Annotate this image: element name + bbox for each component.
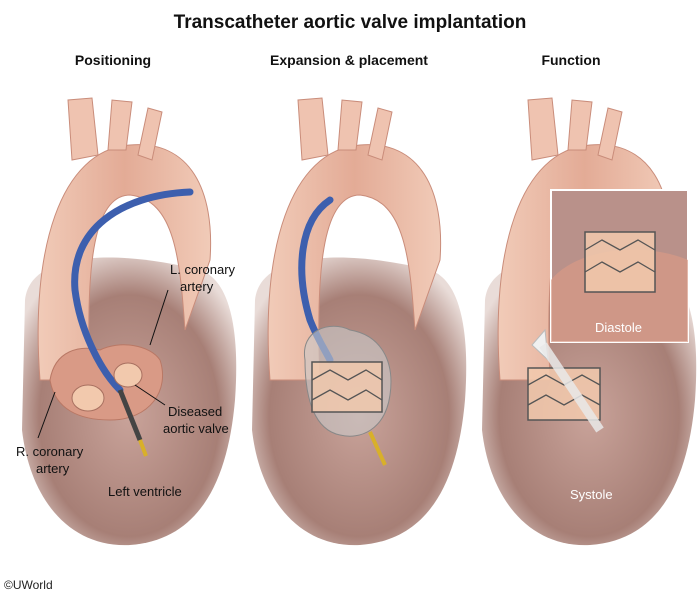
catheter-shaft: [117, 389, 143, 441]
label-r-coronary-line2: artery: [36, 461, 70, 476]
diseased-valve-right: [113, 362, 143, 388]
label-l-coronary-line2: artery: [180, 279, 214, 294]
catheter-tip: [138, 439, 148, 457]
catheter-tip: [368, 431, 387, 466]
diseased-valve-left: [71, 384, 105, 412]
panel-function: [482, 97, 697, 546]
carotid-branch: [567, 99, 593, 151]
label-systole: Systole: [570, 487, 613, 502]
catheter: [71, 188, 194, 394]
panel-title-expansion: Expansion & placement: [270, 52, 428, 68]
diastole-stent-mesh: [584, 239, 656, 273]
subclavian-branch: [367, 107, 393, 161]
label-diastole: Diastole: [595, 320, 642, 335]
label-l-coronary-line1: L. coronary: [170, 262, 236, 277]
panel-positioning: [22, 97, 237, 546]
stent-mesh: [311, 369, 383, 401]
panel-expansion: [252, 97, 467, 546]
brachiocephalic-branch: [527, 97, 559, 161]
diastole-inset: [550, 189, 689, 343]
credit-text: ©UWorld: [4, 578, 53, 592]
label-r-coronary-line1: R. coronary: [16, 444, 84, 459]
brachiocephalic-branch: [297, 97, 329, 161]
leader-r-coronary: [37, 391, 56, 439]
panel-title-positioning: Positioning: [74, 52, 152, 68]
figure-title: Transcatheter aortic valve implantation: [173, 12, 527, 33]
label-diseased-line2: aortic valve: [163, 421, 229, 436]
systole-stent-mesh: [527, 374, 601, 406]
leader-diseased: [134, 384, 166, 406]
flow-arrow-shaft: [539, 342, 604, 433]
label-left-ventricle: Left ventricle: [108, 484, 182, 499]
stent-frame: [311, 361, 383, 413]
label-diseased-line1: Diseased: [168, 404, 223, 419]
diastole-stent: [584, 231, 656, 293]
subclavian-branch: [597, 107, 623, 161]
panel-title-function: Function: [541, 52, 601, 68]
brachiocephalic-branch: [67, 97, 99, 161]
carotid-branch: [337, 99, 363, 151]
leader-l-coronary: [149, 289, 169, 346]
subclavian-branch: [137, 107, 163, 161]
carotid-branch: [107, 99, 133, 151]
